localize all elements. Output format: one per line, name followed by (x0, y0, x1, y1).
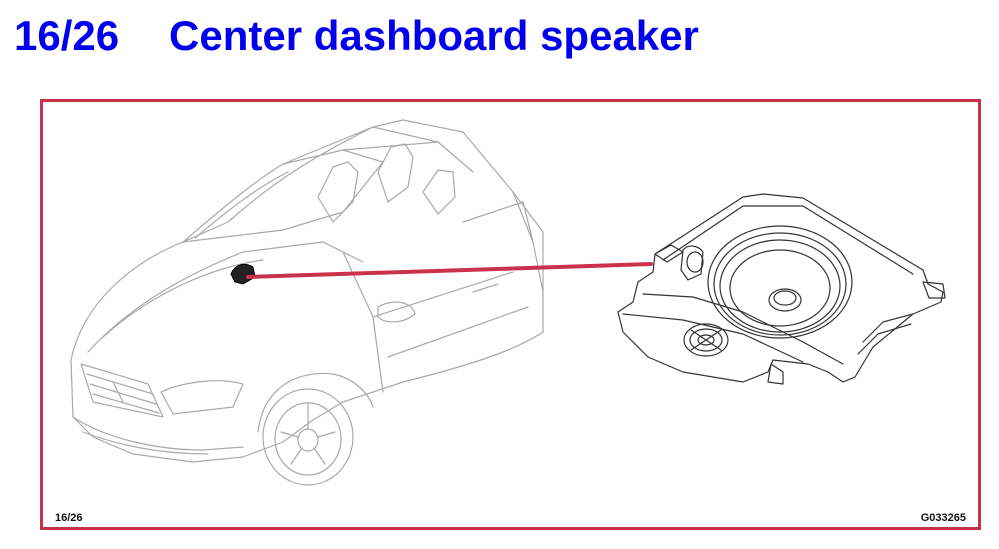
figure-page-label: 16/26 (55, 512, 83, 524)
section-title: Center dashboard speaker (169, 12, 699, 59)
page-title: 16/26 Center dashboard speaker (14, 12, 699, 60)
figure-drawing (70, 119, 946, 486)
car-illustration (70, 119, 544, 486)
speaker-location-marker (230, 263, 256, 285)
section-number: 16/26 (14, 12, 120, 59)
speaker-assembly-illustration (617, 193, 946, 385)
callout-line (246, 262, 653, 279)
figure-frame: 16/26 G033265 (40, 99, 981, 530)
figure-id-label: G033265 (920, 512, 966, 524)
